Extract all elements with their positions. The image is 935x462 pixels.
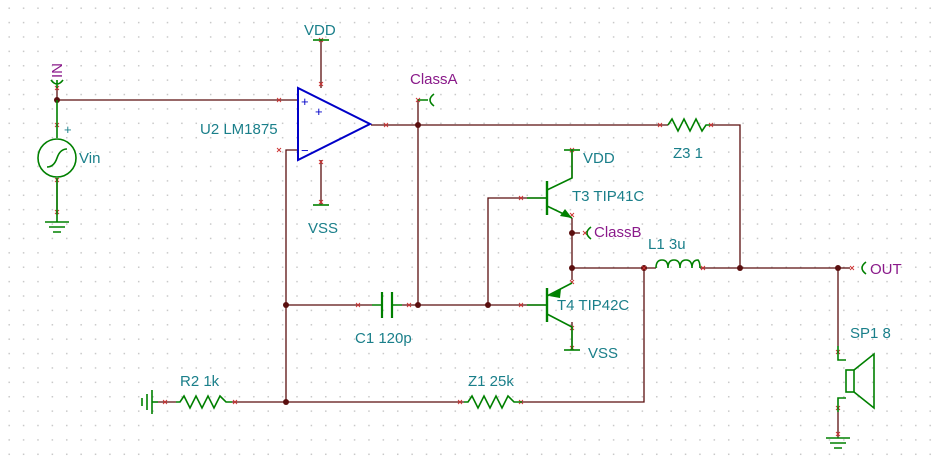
junction-dots — [54, 97, 841, 405]
classb-probe[interactable]: ClassB — [586, 224, 642, 241]
vdd-label-opamp: VDD — [304, 22, 336, 39]
output-port[interactable]: OUT — [861, 261, 902, 278]
r2-label: R2 1k — [180, 373, 220, 390]
opamp-inverting-sign: − — [301, 143, 309, 158]
wires — [56, 40, 850, 438]
opamp-u2[interactable]: + − + U2 LM1875 — [200, 86, 373, 162]
resistor-z1[interactable]: Z1 25k — [464, 373, 522, 410]
c1-label: C1 120p — [355, 330, 412, 347]
source-label: Vin — [79, 150, 100, 167]
source-polarity: + — [64, 122, 72, 137]
z1-label: Z1 25k — [468, 373, 514, 390]
t3-label: T3 TIP41C — [572, 188, 644, 205]
net-label-in: IN — [49, 63, 66, 78]
vss-label-t4: VSS — [588, 345, 618, 362]
inductor-l1[interactable]: L1 3u — [648, 236, 701, 269]
net-label-out: OUT — [870, 261, 902, 278]
ground-icon-r2 — [141, 390, 158, 414]
capacitor-c1[interactable]: C1 120p — [355, 292, 412, 347]
vdd-rail-t3: VDD — [564, 149, 615, 167]
ground-icon-vin — [45, 215, 69, 233]
l1-label: L1 3u — [648, 236, 686, 253]
vss-label-opamp: VSS — [308, 220, 338, 237]
t4-label: T4 TIP42C — [557, 297, 629, 314]
pnp-arrow-icon — [549, 289, 561, 298]
vdd-rail-opamp: VDD — [304, 22, 336, 41]
voltage-source-vin[interactable]: + Vin — [37, 100, 100, 215]
classa-probe[interactable]: ClassA — [410, 71, 458, 107]
resistor-z3[interactable]: Z3 1 — [667, 117, 710, 162]
opamp-label: U2 LM1875 — [200, 121, 278, 138]
transistor-t3[interactable]: T3 TIP41C — [527, 150, 644, 219]
npn-arrow-icon — [560, 209, 572, 218]
pin-markers — [54, 37, 855, 437]
z3-label: Z3 1 — [673, 145, 703, 162]
vss-rail-opamp: VSS — [308, 204, 338, 237]
speaker-sp1[interactable]: SP1 8 — [837, 325, 891, 412]
opamp-noninverting-sign: + — [301, 94, 309, 109]
net-label-classa: ClassA — [410, 71, 458, 88]
vdd-label-t3: VDD — [583, 150, 615, 167]
input-port[interactable]: IN — [49, 63, 66, 88]
net-label-classb: ClassB — [594, 224, 642, 241]
sp1-label: SP1 8 — [850, 325, 891, 342]
opamp-supply-sign: + — [315, 104, 323, 119]
step-waveform-icon — [46, 148, 68, 168]
transistor-t4[interactable]: T4 TIP42C — [527, 282, 629, 350]
vss-rail-t4: VSS — [564, 345, 618, 362]
resistor-r2[interactable]: R2 1k — [176, 373, 232, 410]
ground-icon-speaker — [826, 437, 850, 449]
